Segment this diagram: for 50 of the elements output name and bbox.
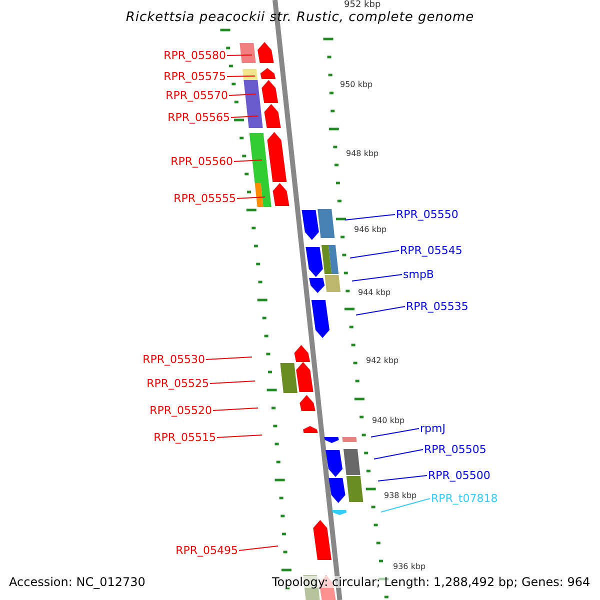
gene-label: RPR_05545 [400,245,462,256]
leader-line [216,434,262,438]
leader-line [350,250,400,258]
leader-line [236,196,266,199]
gene-label: RPR_05565 [168,112,230,123]
scale-label: 952 kbp [344,1,381,10]
scale-label: 948 kbp [346,150,379,158]
leader-line [380,498,430,512]
gene-label: RPR_05550 [396,209,458,220]
scale-label: 936 kbp [393,563,426,571]
gene-label: RPR_05580 [164,50,226,61]
scale-label: 940 kbp [372,417,405,425]
gene-label: RPR_05575 [164,71,226,82]
gene-label: RPR_t07818 [431,493,498,504]
leader-line [238,546,278,551]
gene-label: RPR_05520 [150,405,212,416]
gene-label: RPR_05515 [154,432,216,443]
leader-line [212,408,258,411]
leader-line [356,306,406,316]
leader-line [230,116,258,118]
leader-line [210,380,256,384]
scale-label: 944 kbp [358,289,391,297]
title: Rickettsia peacockii str. Rustic, complete genome [124,11,476,24]
scale-label: 938 kbp [384,492,417,500]
gene-label: RPR_05500 [428,470,490,481]
leader-line [226,76,256,77]
leader-line [228,94,256,96]
scale-label: 950 kbp [340,81,373,89]
genome-summary-text: Topology: circular; Length: 1,288,492 bp; Genes: 964 [272,576,590,588]
gene-label: smpB [403,269,434,280]
leader-line [352,274,402,282]
accession-text: Accession: NC_012730 [9,576,146,588]
gene-label: rpmJ [420,423,446,434]
leader-line [344,214,396,220]
gene-label: RPR_05525 [146,378,209,389]
gene-label: RPR_05505 [424,444,486,455]
scale-label: 946 kbp [354,226,387,234]
leader-line [226,54,252,56]
scale-label: 942 kbp [366,357,399,365]
leader-line [206,356,252,360]
leader-line [378,475,428,482]
gene-label: RPR_05555 [174,193,236,204]
leader-line [370,428,420,438]
leader-line [234,160,262,162]
gene-label: RPR_05560 [170,156,233,167]
gene-label: RPR_05530 [142,354,205,365]
leader-line [374,449,424,460]
gene-label: RPR_05570 [166,90,228,101]
gene-label: RPR_05535 [406,301,468,312]
gene-label: RPR_05495 [176,545,238,556]
